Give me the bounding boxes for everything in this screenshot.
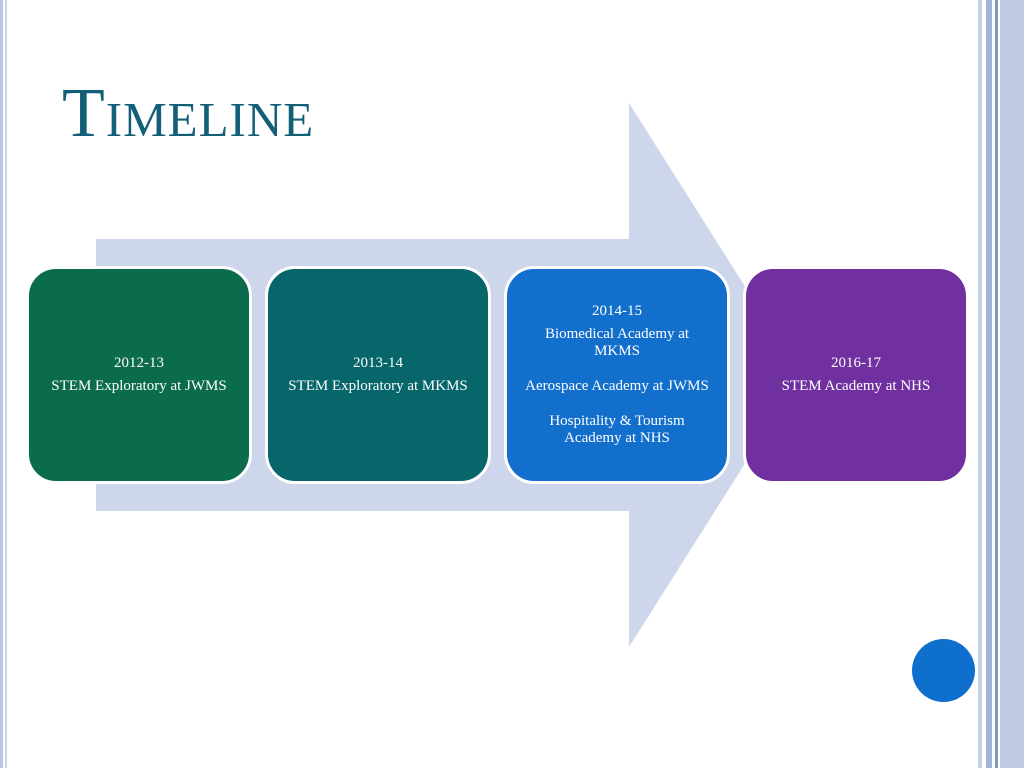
timeline-item: Aerospace Academy at JWMS bbox=[525, 378, 709, 394]
timeline-item: STEM Academy at NHS bbox=[781, 378, 931, 394]
left-border-decoration bbox=[0, 0, 8, 768]
timeline-box-2014-15: 2014-15 Biomedical Academy at MKMS Aeros… bbox=[504, 266, 730, 484]
timeline-box-2013-14: 2013-14 STEM Exploratory at MKMS bbox=[265, 266, 491, 484]
timeline-item: STEM Exploratory at MKMS bbox=[288, 378, 468, 394]
slide-title: Timeline bbox=[62, 75, 315, 152]
timeline-year: 2012-13 bbox=[114, 355, 164, 371]
timeline-item: Biomedical Academy at MKMS bbox=[544, 326, 690, 359]
timeline-year: 2013-14 bbox=[353, 355, 403, 371]
timeline-year: 2016-17 bbox=[831, 355, 881, 371]
right-border-decoration bbox=[978, 0, 1024, 768]
timeline-box-2016-17: 2016-17 STEM Academy at NHS bbox=[743, 266, 969, 484]
accent-dot bbox=[912, 639, 975, 702]
timeline-item: Hospitality & Tourism Academy at NHS bbox=[549, 413, 685, 446]
timeline-year: 2014-15 bbox=[592, 303, 642, 319]
timeline-item: STEM Exploratory at JWMS bbox=[51, 378, 227, 394]
timeline-box-2012-13: 2012-13 STEM Exploratory at JWMS bbox=[26, 266, 252, 484]
